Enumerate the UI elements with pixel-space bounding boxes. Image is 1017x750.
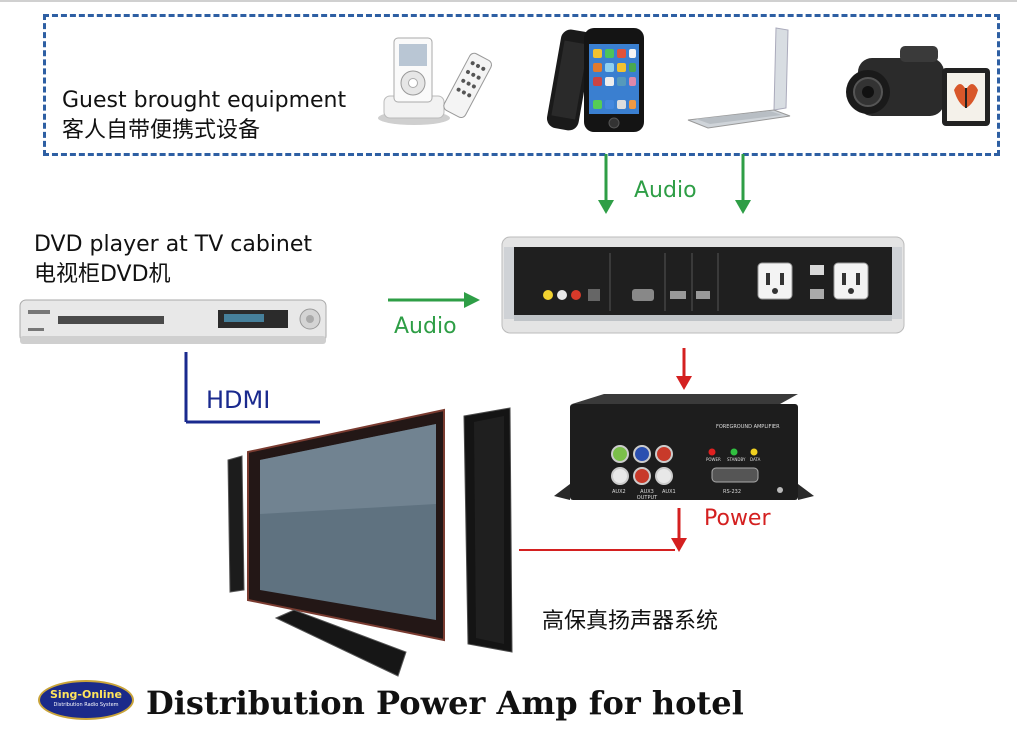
amp-led-standby: STANDBY — [727, 457, 746, 462]
amp-port-aux1: AUX1 — [662, 489, 676, 495]
foreground-amplifier — [554, 394, 814, 500]
top-border — [0, 0, 1017, 2]
dvd-label-cn: 电视柜DVD机 — [34, 262, 171, 287]
speaker-system-label-cn: 高保真扬声器系统 — [542, 609, 719, 634]
power-arrow-panel — [676, 348, 692, 390]
dvd-player-icon — [19, 299, 327, 344]
amp-port-aux2: AUX2 — [612, 489, 626, 495]
audio-arrow-mid — [388, 292, 480, 308]
logo-main-text: Sing-Online — [50, 688, 122, 701]
audio-arrows-top — [598, 154, 751, 214]
guest-label-en: Guest brought equipment — [62, 88, 347, 113]
power-label: Power — [704, 506, 771, 531]
tv-speaker-system — [227, 407, 513, 677]
amp-led-power: POWER — [706, 457, 721, 462]
page-title: Distribution Power Amp for hotel — [146, 684, 744, 722]
smartphone-icon — [546, 28, 644, 132]
power-arrow-amp — [519, 508, 687, 552]
hdmi-link-line — [184, 352, 320, 424]
amp-header-label: FOREGROUND AMPLIFIER — [716, 424, 780, 430]
amp-port-rs232: RS-232 — [723, 489, 741, 495]
camcorder-icon — [846, 46, 990, 126]
guest-equipment-group — [43, 14, 1000, 156]
wall-connection-panel — [501, 236, 905, 334]
audio-label-mid: Audio — [394, 314, 457, 339]
hdmi-label: HDMI — [206, 386, 271, 414]
ipod-dock-icon — [378, 37, 492, 125]
sing-online-logo: Sing-Online Distribution Radio System — [38, 680, 134, 720]
amp-led-data: DATA — [750, 457, 761, 462]
laptop-icon — [687, 27, 791, 129]
logo-sub-text: Distribution Radio System — [53, 702, 119, 708]
audio-label-top: Audio — [634, 178, 697, 203]
guest-label-cn: 客人自带便携式设备 — [62, 118, 261, 143]
dvd-label-en: DVD player at TV cabinet — [34, 232, 313, 257]
amp-port-aux3: AUX3 OUTPUT — [636, 489, 658, 501]
